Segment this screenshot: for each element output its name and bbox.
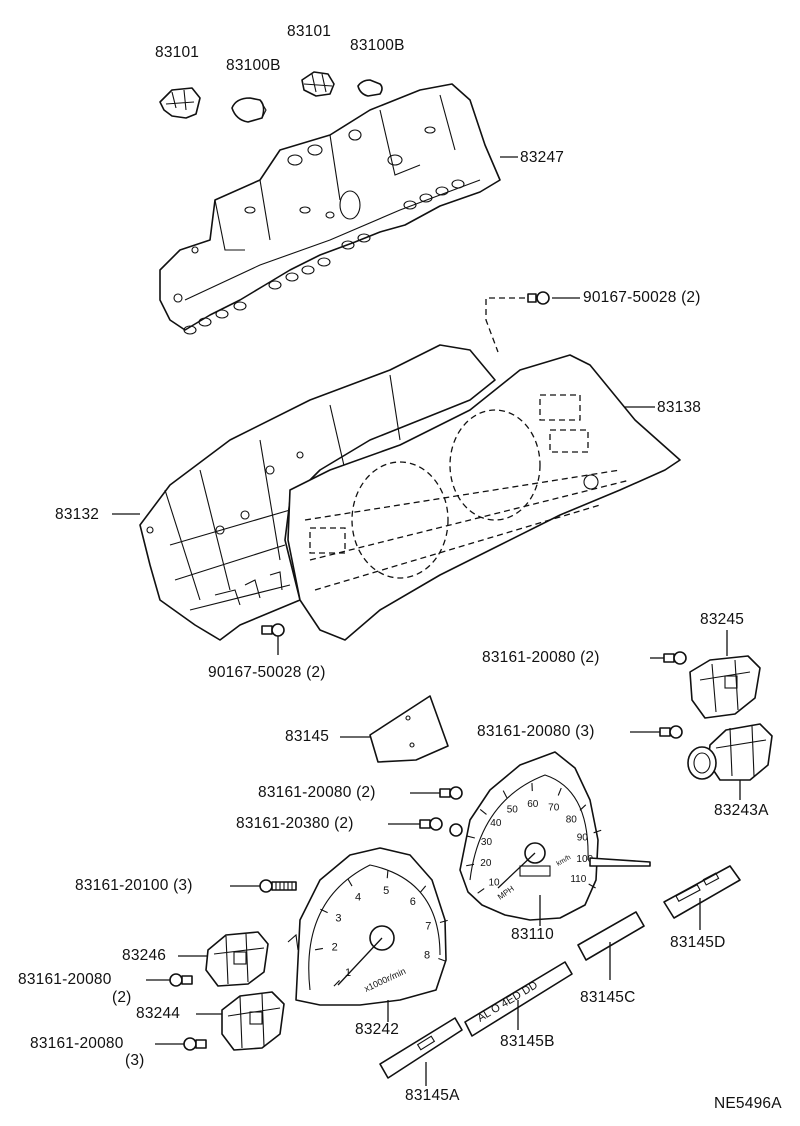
- label-83161-20080-left-b-qty: (3): [125, 1052, 145, 1069]
- label-83161-20380: 83161-20380 (2): [236, 815, 354, 832]
- label-83161-20100: 83161-20100 (3): [75, 877, 193, 894]
- speedo-tick: [593, 829, 602, 834]
- bulb-83100b-left: [231, 97, 267, 123]
- label-83161-20080-left-a-qty: (2): [112, 989, 132, 1006]
- speedo-tick: [477, 888, 485, 894]
- label-83100b-left: 83100B: [226, 57, 281, 74]
- tacho-tick: [347, 878, 353, 887]
- label-83100b-right: 83100B: [350, 37, 405, 54]
- tacho-tick: [386, 870, 389, 879]
- speedo-number: 60: [527, 799, 539, 810]
- bulb-socket-83101-top: [301, 71, 335, 97]
- screw-83161-20080-left-b: [183, 1037, 207, 1051]
- plate-83145: [369, 695, 449, 763]
- label-90167-lower: 90167-50028 (2): [208, 664, 326, 681]
- tacho-tick: [314, 947, 324, 951]
- speedo-tick: [466, 863, 475, 867]
- speedo-tick: [502, 790, 508, 799]
- label-83101-top: 83101: [287, 23, 332, 40]
- label-83246: 83246: [122, 947, 167, 964]
- label-83138: 83138: [657, 399, 702, 416]
- label-83145d: 83145D: [670, 934, 726, 951]
- speedo-number: 80: [566, 815, 578, 826]
- bulb-83100b-right: [357, 79, 383, 97]
- screw-83161-20380: [419, 817, 443, 831]
- speedo-number: 10: [488, 878, 500, 889]
- label-83161-20080-left-b: 83161-20080: [30, 1035, 124, 1052]
- tacho-tick: [420, 885, 427, 893]
- svg-text:AL O 4ED DD: AL O 4ED DD: [475, 979, 540, 1024]
- label-83145a: 83145A: [405, 1087, 460, 1104]
- label-83161-20080-mid2: 83161-20080 (2): [258, 784, 376, 801]
- tacho-tick: [439, 919, 448, 924]
- tacho-number: 1: [345, 967, 351, 979]
- tacho-number: 2: [332, 941, 338, 953]
- label-83101-left: 83101: [155, 44, 200, 61]
- screw-83161-20080-mid2: [439, 786, 463, 800]
- socket-83243a: [687, 723, 773, 781]
- socket-83245: [689, 655, 761, 719]
- tacho-number: 5: [383, 885, 389, 897]
- label-83110: 83110: [511, 926, 554, 943]
- label-83161-20080-right2: 83161-20080 (2): [482, 649, 600, 666]
- tacho-tick: [320, 908, 328, 914]
- screw-83161-20080-right2: [663, 651, 687, 665]
- tacho-number: 8: [424, 949, 430, 961]
- label-83132: 83132: [55, 506, 100, 523]
- speedo-number: 40: [490, 818, 502, 829]
- label-83161-20080-right3: 83161-20080 (3): [477, 723, 595, 740]
- screw-90167-upper: [527, 291, 550, 305]
- speedo-number: 30: [481, 837, 493, 848]
- tacho-number: 4: [355, 891, 361, 903]
- meter-glass-83138: [287, 354, 681, 641]
- tacho-number: 3: [335, 913, 341, 925]
- tacho-tick: [333, 980, 340, 987]
- label-83247: 83247: [520, 149, 565, 166]
- label-83243a: 83243A: [714, 802, 769, 819]
- label-83245: 83245: [700, 611, 745, 628]
- speedo-number: 20: [480, 858, 492, 869]
- figure-code: NE5496A: [714, 1095, 782, 1112]
- tacho-number: 6: [410, 896, 416, 908]
- speedo-number: 70: [548, 803, 560, 814]
- label-83161-20080-left-a: 83161-20080: [18, 971, 112, 988]
- label-83244: 83244: [136, 1005, 181, 1022]
- screw-90167-lower: [261, 623, 285, 655]
- screw-83161-20080-right3: [659, 725, 683, 739]
- plate-83145d: [663, 865, 741, 919]
- speedo-number: 50: [507, 804, 519, 815]
- speedo-tick: [557, 787, 562, 796]
- bulb-socket-83101-left: [159, 87, 201, 119]
- speedo-number: 100: [576, 854, 593, 865]
- tacho-number: 7: [425, 921, 431, 933]
- speedo-number: 90: [577, 833, 589, 844]
- socket-83244: [221, 991, 285, 1051]
- plate-83145c: [577, 911, 645, 961]
- screw-83161-20080-left-a: [169, 973, 193, 987]
- speedo-number: 110: [570, 874, 586, 885]
- screw-83161-20100: [259, 879, 297, 893]
- plate-83145a: [379, 1017, 463, 1079]
- label-83145b: 83145B: [500, 1033, 555, 1050]
- label-90167-upper: 90167-50028 (2): [583, 289, 701, 306]
- label-83242: 83242: [355, 1021, 400, 1038]
- speedo-tick: [588, 883, 596, 889]
- speedo-tick: [466, 835, 475, 839]
- speedo-tick: [579, 804, 587, 811]
- label-83145c: 83145C: [580, 989, 636, 1006]
- speedo-tick: [479, 808, 487, 815]
- printed-circuit-83247: [159, 83, 501, 335]
- tacho-tick: [438, 958, 447, 962]
- meter-case-83132: [139, 344, 496, 641]
- label-83145: 83145: [285, 728, 330, 745]
- socket-83246: [205, 931, 269, 987]
